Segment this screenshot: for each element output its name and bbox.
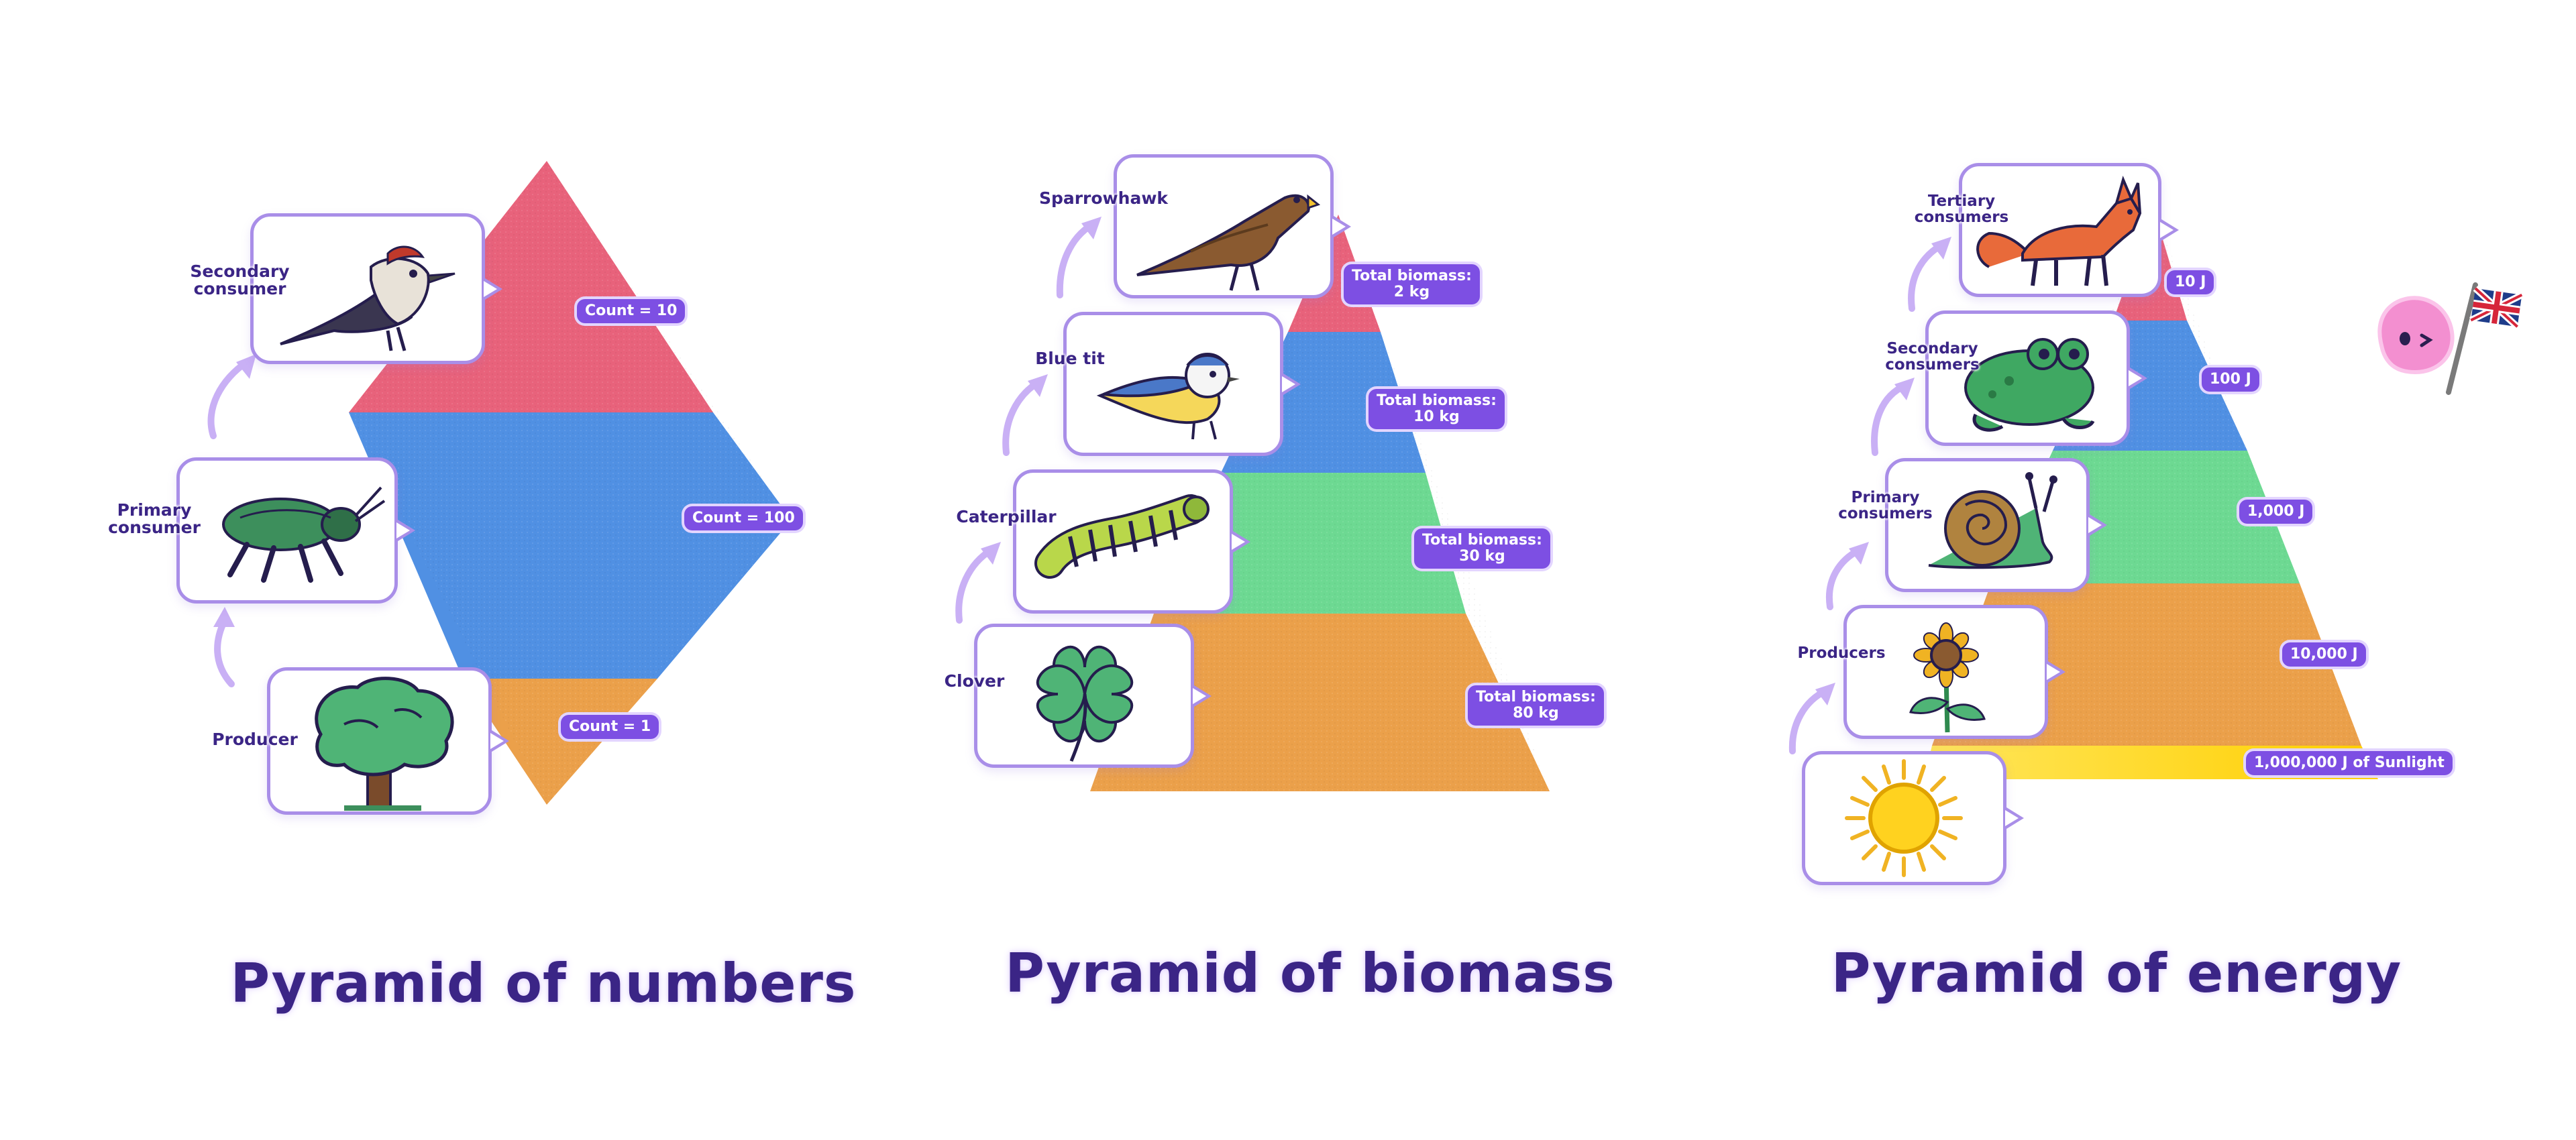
energy-level-label-primary: Primary consumers <box>1838 489 1933 523</box>
energy-level-label-secondary: Secondary consumers <box>1885 340 1980 374</box>
arrow-primary-to-secondary <box>207 359 250 439</box>
arrow-clover-to-caterpillar <box>955 547 995 624</box>
numbers-title: Pyramid of numbers <box>230 952 857 1015</box>
energy-tag-producers: 10,000 J <box>2282 642 2366 667</box>
snail-icon <box>1928 472 2057 569</box>
arrow-producer-to-primary <box>214 617 235 687</box>
beetle-card <box>176 457 415 604</box>
uk-flag-icon <box>2446 282 2524 395</box>
frog-icon <box>1964 338 2095 432</box>
caterpillar-icon <box>1034 494 1210 579</box>
woodpecker-card <box>250 213 502 364</box>
blue-tit-card <box>1063 312 1301 456</box>
energy-tag-sunlight: 1,000,000 J of Sunlight <box>2246 751 2453 776</box>
energy-tag-secondary: 100 J <box>2202 367 2259 392</box>
mascot-with-flag <box>2377 282 2524 395</box>
biomass-level-label-caterpillar: Caterpillar <box>956 507 1057 526</box>
arrow-sun-to-producers <box>1788 687 1829 754</box>
energy-tag-primary: 1,000 J <box>2239 500 2313 524</box>
arrow-bluetit-to-hawk <box>1056 221 1095 298</box>
numbers-level-label-secondary: Secondary consumer <box>190 262 290 299</box>
blob-mascot-icon <box>2377 296 2455 375</box>
energy-title: Pyramid of energy <box>1831 942 2402 1005</box>
fox-icon <box>1976 176 2142 286</box>
clover-card <box>974 624 1212 768</box>
biomass-level-label-blue-tit: Blue tit <box>1035 349 1105 368</box>
frog-card <box>1925 310 2147 446</box>
sparrowhawk-card <box>1114 154 1351 298</box>
biomass-level-label-clover: Clover <box>944 671 1005 691</box>
arrow-heads <box>213 217 1951 705</box>
biomass-level-label-sparrowhawk: Sparrowhawk <box>1038 188 1169 208</box>
numbers-count-tag-secondary: Count = 10 <box>577 299 686 324</box>
numbers-level-label-producer: Producer <box>212 730 298 749</box>
biomass-tag-caterpillar: Total biomass: 30 kg <box>1414 528 1550 569</box>
fox-card <box>1959 163 2179 297</box>
energy-level-label-tertiary: Tertiary consumers <box>1914 192 2009 227</box>
woodpecker-icon <box>280 245 455 351</box>
clover-icon <box>1036 645 1134 762</box>
numbers-count-tag-primary: Count = 100 <box>684 506 803 531</box>
arrow-producers-to-primary <box>1825 547 1863 610</box>
energy-tag-tertiary: 10 J <box>2167 270 2214 295</box>
sun-icon <box>1845 759 1963 877</box>
sun-card <box>1802 751 2024 885</box>
snail-card <box>1885 458 2107 592</box>
sunflower-card <box>1843 605 2065 739</box>
tree-icon <box>315 677 454 811</box>
arrow-secondary-to-tertiary <box>1908 241 1945 312</box>
biomass-tag-blue-tit: Total biomass: 10 kg <box>1368 389 1505 430</box>
numbers-level-label-primary: Primary consumer <box>108 500 201 538</box>
beetle-icon <box>222 486 386 583</box>
energy-level-label-producers: Producers <box>1797 644 1886 662</box>
biomass-tag-sparrowhawk: Total biomass: 2 kg <box>1344 264 1480 305</box>
blue-tit-icon <box>1096 353 1240 440</box>
tree-card <box>267 667 509 815</box>
caterpillar-card <box>1013 469 1250 614</box>
biomass-tag-clover: Total biomass: 80 kg <box>1468 685 1604 726</box>
numbers-count-tag-producer: Count = 1 <box>561 715 659 740</box>
arrow-caterpillar-to-bluetit <box>1002 379 1042 456</box>
sunflower-icon <box>1909 622 1986 733</box>
arrow-primary-to-secondary-e <box>1871 382 1909 456</box>
hawk-icon <box>1136 194 1321 291</box>
biomass-title: Pyramid of biomass <box>1005 942 1615 1005</box>
